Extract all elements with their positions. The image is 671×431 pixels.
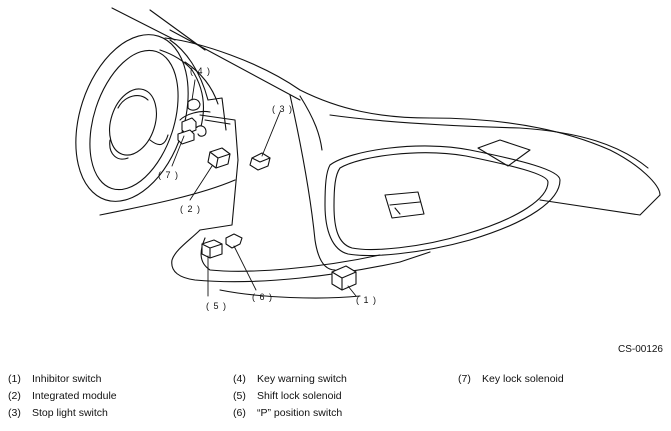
legend-item: (6) “P” position switch [233, 407, 342, 419]
callout-5: ( 5 ) [206, 301, 227, 311]
p-position-switch-shape [225, 233, 243, 249]
callout-6: ( 6 ) [252, 292, 273, 302]
key-lock-solenoid-shape [181, 117, 197, 135]
legend-item: (4) Key warning switch [233, 373, 347, 385]
legend: (1) Inhibitor switch (2) Integrated module… [0, 373, 671, 429]
steering-wheel [75, 34, 205, 202]
callout-1: ( 1 ) [356, 295, 377, 305]
legend-number: (7) [458, 373, 471, 385]
callout-2: ( 2 ) [180, 204, 201, 214]
legend-item: (2) Integrated module [8, 390, 117, 402]
legend-item: (1) Inhibitor switch [8, 373, 101, 385]
callout-7: ( 7 ) [158, 170, 179, 180]
key-warning-switch-shape [187, 98, 201, 111]
legend-number: (6) [233, 407, 246, 419]
callout-4: ( 4 ) [190, 66, 211, 76]
legend-label: Integrated module [32, 390, 117, 402]
shift-lock-solenoid-shape [201, 239, 223, 259]
dashboard-diagram: ( 4 ) ( 3 ) ( 7 ) ( 2 ) ( 5 ) ( 6 ) ( 1 … [75, 7, 661, 311]
legend-number: (3) [8, 407, 21, 419]
figure-code: CS-00126 [617, 344, 663, 355]
legend-item: (3) Stop light switch [8, 407, 108, 419]
callout-3: ( 3 ) [272, 104, 293, 114]
legend-number: (1) [8, 373, 21, 385]
instrument-cluster [169, 39, 227, 131]
legend-item: (5) Shift lock solenoid [233, 390, 342, 402]
windshield-lines [111, 7, 301, 101]
legend-label: “P” position switch [257, 407, 343, 419]
legend-number: (5) [233, 390, 246, 402]
legend-label: Key lock solenoid [482, 373, 564, 385]
legend-label: Stop light switch [32, 407, 108, 419]
legend-item: (7) Key lock solenoid [458, 373, 564, 385]
components [177, 98, 357, 291]
legend-label: Key warning switch [257, 373, 347, 385]
inhibitor-switch-shape [331, 265, 357, 291]
leader-lines [171, 79, 357, 297]
legend-number: (4) [233, 373, 246, 385]
glove-box [324, 139, 561, 257]
legend-label: Inhibitor switch [32, 373, 102, 385]
dashboard-outline [99, 37, 661, 299]
legend-number: (2) [8, 390, 21, 402]
legend-label: Shift lock solenoid [257, 390, 342, 402]
